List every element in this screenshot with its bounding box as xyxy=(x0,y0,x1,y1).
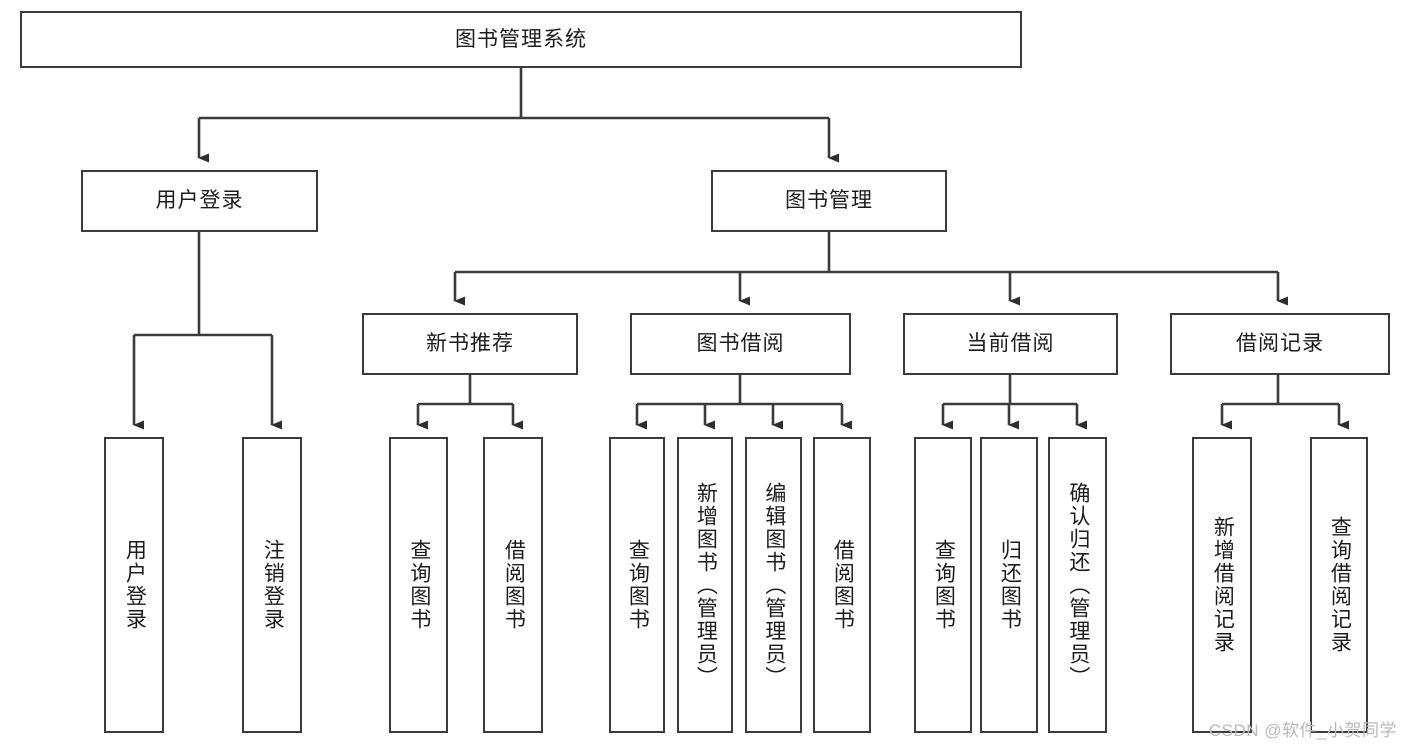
node-label: 注销登录 xyxy=(261,539,285,631)
node-user-login[interactable]: 用户登录 xyxy=(81,170,318,232)
node-label: 新书推荐 xyxy=(426,332,514,356)
node-label: 图书借阅 xyxy=(696,332,785,356)
node-label: 查询图书 xyxy=(407,539,431,631)
node-label: 查询图书 xyxy=(626,539,650,631)
node-label: 用户登录 xyxy=(155,189,244,213)
node-new-book-recommendation[interactable]: 新书推荐 xyxy=(362,313,578,375)
csdn-watermark: CSDN @软件_小贺同学 xyxy=(1208,721,1397,740)
node-leaf-user-logout[interactable]: 注销登录 xyxy=(242,437,302,733)
node-leaf-rec-borrow-book[interactable]: 借阅图书 xyxy=(483,437,543,733)
node-label: 借阅图书 xyxy=(831,539,855,631)
node-label: 新增借阅记录 xyxy=(1211,516,1235,654)
node-leaf-borrow-lend-book[interactable]: 借阅图书 xyxy=(813,437,871,733)
node-borrowing-record[interactable]: 借阅记录 xyxy=(1170,313,1390,375)
node-label: 借阅记录 xyxy=(1236,332,1324,356)
node-leaf-record-add-borrow-record[interactable]: 新增借阅记录 xyxy=(1192,437,1252,733)
node-label: 借阅图书 xyxy=(502,539,526,631)
node-leaf-record-query-borrow-record[interactable]: 查询借阅记录 xyxy=(1310,437,1368,733)
node-label: 查询图书 xyxy=(932,539,956,631)
node-leaf-current-confirm-return-admin[interactable]: 确认归还（管理员） xyxy=(1048,437,1107,733)
node-label: 用户登录 xyxy=(123,539,147,631)
node-label: 确认归还（管理员） xyxy=(1066,481,1090,689)
node-label: 编辑图书（管理员） xyxy=(762,481,786,689)
node-leaf-current-return-book[interactable]: 归还图书 xyxy=(980,437,1038,733)
node-label: 查询借阅记录 xyxy=(1328,516,1352,654)
node-leaf-rec-query-book[interactable]: 查询图书 xyxy=(389,437,448,733)
node-leaf-borrow-edit-book-admin[interactable]: 编辑图书（管理员） xyxy=(745,437,802,733)
node-leaf-user-login[interactable]: 用户登录 xyxy=(104,437,164,733)
node-leaf-borrow-add-book-admin[interactable]: 新增图书（管理员） xyxy=(677,437,733,733)
node-label: 当前借阅 xyxy=(966,332,1055,356)
node-leaf-current-query-book[interactable]: 查询图书 xyxy=(914,437,972,733)
node-label: 图书管理 xyxy=(785,189,873,213)
node-root-book-management-system[interactable]: 图书管理系统 xyxy=(20,11,1022,68)
node-book-borrowing[interactable]: 图书借阅 xyxy=(630,313,851,375)
node-current-borrowing[interactable]: 当前借阅 xyxy=(903,313,1118,375)
node-leaf-borrow-query-book[interactable]: 查询图书 xyxy=(609,437,665,733)
node-label: 新增图书（管理员） xyxy=(694,481,718,689)
node-label: 图书管理系统 xyxy=(455,27,587,51)
node-label: 归还图书 xyxy=(998,539,1022,631)
node-book-management[interactable]: 图书管理 xyxy=(711,170,947,232)
